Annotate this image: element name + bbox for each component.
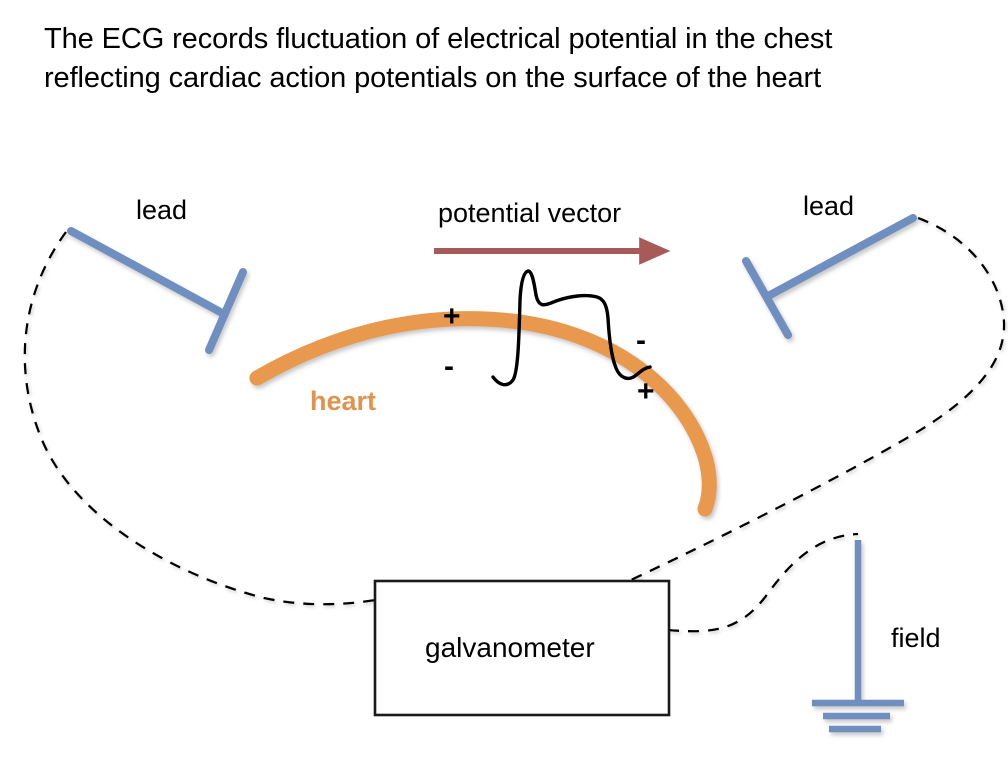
polarity-sign-right-negative: - xyxy=(636,324,646,357)
label-heart: heart xyxy=(310,386,377,416)
field-ground-symbol xyxy=(812,540,904,733)
title-line-1: The ECG records fluctuation of electrica… xyxy=(44,23,833,55)
chest-outline-left xyxy=(23,231,377,606)
label-lead-left: lead xyxy=(136,195,188,225)
lead-right-shaft xyxy=(766,214,917,299)
label-field: field xyxy=(891,623,941,653)
lead-left-shaft xyxy=(67,227,228,318)
lead-right xyxy=(742,214,917,339)
lead-left xyxy=(67,227,247,354)
lead-right-crossbar xyxy=(742,257,792,339)
galvanometer-box[interactable] xyxy=(373,579,671,717)
heart-curve xyxy=(249,311,717,517)
title-line-2: reflecting cardiac action potentials on … xyxy=(44,61,822,94)
label-potential-vector: potential vector xyxy=(438,198,622,228)
chest-outline-right xyxy=(617,216,1006,588)
label-lead-right: lead xyxy=(803,191,855,221)
polarity-sign-left-positive: + xyxy=(443,300,461,333)
polarity-sign-right-positive: + xyxy=(637,375,655,408)
wire-galvanometer-to-field xyxy=(667,532,859,633)
polarity-sign-left-negative: - xyxy=(444,350,454,383)
slide-title: The ECG records fluctuation of electrica… xyxy=(44,20,944,97)
lead-left-crossbar xyxy=(205,268,247,354)
action-potential-waveform xyxy=(491,269,652,387)
label-galvanometer: galvanometer xyxy=(425,632,595,663)
